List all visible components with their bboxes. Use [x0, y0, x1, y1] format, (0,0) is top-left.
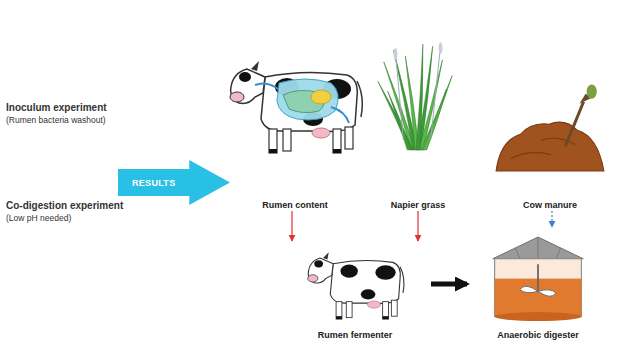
flow-arrow	[431, 282, 467, 287]
item-label: Cow manure	[523, 200, 577, 210]
cow-manure-pile: Cow manure	[490, 40, 610, 210]
experiment-note: (Low pH needed)	[6, 213, 71, 223]
anaerobic-digester-tank: Anaerobic digester	[468, 228, 608, 340]
flow-arrow	[291, 211, 292, 241]
anaerobic-digester-tank-drawing	[468, 228, 608, 322]
item-label: Anaerobic digester	[497, 330, 579, 340]
experiment-title: Co-digestion experiment	[6, 200, 123, 211]
arrow-label: RESULTS	[132, 178, 175, 188]
rumen-content-cow-drawing	[225, 14, 365, 190]
item-label: Napier grass	[391, 200, 446, 210]
experiment-title: Inoculum experiment	[6, 102, 107, 113]
item-label: Rumen content	[262, 200, 328, 210]
results-arrow: RESULTS	[118, 160, 230, 205]
napier-grass: Napier grass	[374, 4, 462, 210]
cow-manure-pile-drawing	[490, 40, 610, 190]
rumen-fermenter-cow-drawing	[280, 242, 430, 322]
napier-grass-drawing	[374, 4, 462, 190]
item-label: Rumen fermenter	[318, 330, 393, 340]
flow-arrow	[551, 211, 552, 227]
flow-arrow	[417, 211, 418, 241]
rumen-fermenter-cow: Rumen fermenter	[280, 242, 430, 340]
experiment-note: (Rumen bacteria washout)	[6, 115, 106, 125]
rumen-content-cow: Rumen content	[225, 14, 365, 210]
